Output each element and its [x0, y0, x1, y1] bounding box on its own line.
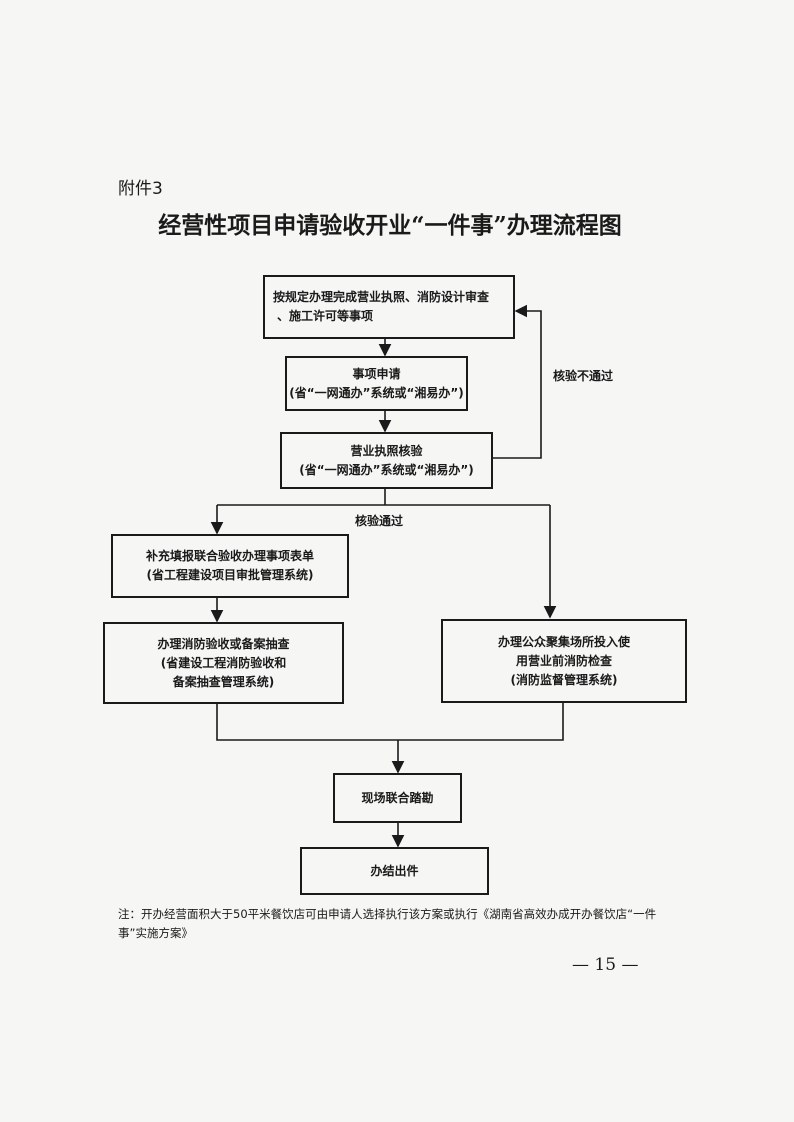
step-license-verification: 营业执照核验 (省“一网通办”系统或“湘易办”)	[280, 432, 493, 489]
step-text: 备案抽查管理系统)	[172, 674, 275, 689]
step-text: (省“一网通办”系统或“湘易办”)	[289, 385, 464, 400]
merge-line	[216, 702, 564, 741]
step-fire-inspection: 办理公众聚集场所投入使 用营业前消防检查 (消防监督管理系统)	[441, 619, 687, 703]
step-text: (消防监督管理系统)	[510, 672, 618, 687]
step-text: 补充填报联合验收办理事项表单	[145, 549, 314, 563]
step-fire-acceptance: 办理消防验收或备案抽查 (省建设工程消防验收和 备案抽查管理系统)	[103, 622, 344, 704]
footnote: 注：开办经营面积大于50平米餐饮店可由申请人选择执行该方案或执行《湖南省高效办成…	[118, 907, 657, 940]
step-text: 用营业前消防检查	[515, 653, 612, 668]
step-joint-form: 补充填报联合验收办理事项表单 (省工程建设项目审批管理系统)	[111, 534, 349, 598]
step-text: 办结出件	[370, 863, 419, 878]
step-text: 办理消防验收或备案抽查	[157, 636, 290, 651]
fail-label: 核验不通过	[553, 369, 614, 383]
step-text: 营业执照核验	[350, 443, 423, 458]
step-text: 事项申请	[352, 366, 401, 381]
step-text: 现场联合踏勘	[361, 790, 434, 805]
page-number: — 15 —	[572, 955, 639, 975]
step-prerequisites: 按规定办理完成营业执照、消防设计审查 、施工许可等事项	[263, 275, 515, 339]
attachment-label: 附件3	[118, 179, 163, 199]
step-completion: 办结出件	[300, 847, 489, 895]
pass-label: 核验通过	[355, 514, 404, 528]
step-site-survey: 现场联合踏勘	[333, 773, 462, 823]
step-text: 按规定办理完成营业执照、消防设计审查	[273, 290, 490, 304]
step-text: (省“一网通办”系统或“湘易办”)	[299, 462, 474, 477]
step-text: (省工程建设项目审批管理系统)	[146, 568, 314, 582]
step-application: 事项申请 (省“一网通办”系统或“湘易办”)	[285, 356, 468, 411]
step-text: (省建设工程消防验收和	[160, 655, 287, 670]
step-text: 、施工许可等事项	[277, 309, 374, 323]
step-text: 办理公众聚集场所投入使	[497, 634, 630, 649]
page-title: 经营性项目申请验收开业“一件事”办理流程图	[158, 212, 622, 239]
fail-loop-arrow	[492, 304, 542, 459]
